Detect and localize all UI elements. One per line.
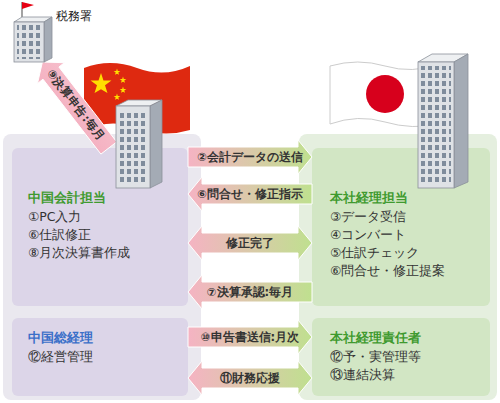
japan-building <box>418 54 468 188</box>
arrow-label: 修正完了 <box>226 236 274 250</box>
china-flag <box>84 63 190 134</box>
task-item: ⑫経営管理 <box>28 348 188 366</box>
arrow-label: ⑦決算承認:毎月 <box>207 285 293 299</box>
building-face <box>14 22 44 62</box>
role-title: 中国総経理 <box>28 328 188 348</box>
building-windows <box>421 66 451 184</box>
flag-pole <box>21 2 22 17</box>
flag-star <box>114 93 121 99</box>
building-windows <box>119 110 147 184</box>
building-side <box>150 100 162 188</box>
china-panel <box>3 134 201 400</box>
small-flag <box>22 2 34 9</box>
task-item: ⑥問合せ・修正提案 <box>330 262 490 280</box>
block-arrow <box>188 140 312 174</box>
role-box: 中国総経理⑫経営管理 <box>12 318 188 396</box>
building-top <box>116 100 162 106</box>
task-item: ③データ受信 <box>330 208 490 226</box>
block-arrow <box>38 62 117 154</box>
arrow-label: ⑪財務応援 <box>220 371 280 385</box>
role-title: 本社経理責任者 <box>330 328 490 348</box>
building-top <box>418 54 468 62</box>
role-box: 本社経理責任者⑫予・実管理等⑬連結決算 <box>312 318 490 396</box>
building-face <box>418 62 454 188</box>
building-side <box>44 17 52 62</box>
role-title: 本社経理担当 <box>330 188 490 208</box>
building-top <box>14 17 52 22</box>
block-arrow <box>188 177 312 211</box>
task-item: ④コンバート <box>330 226 490 244</box>
flag-star <box>114 68 121 74</box>
building-side <box>454 54 468 188</box>
task-item: ⑧月次決算書作成 <box>28 244 188 262</box>
role-box: 中国会計担当①PC入力⑥仕訳修正⑧月次決算書作成 <box>12 148 188 306</box>
flag-star <box>120 86 127 92</box>
task-item: ⑬連結決算 <box>330 366 490 384</box>
block-arrow <box>188 275 312 309</box>
flag-star <box>120 76 127 82</box>
task-item: ⑤仕訳チェック <box>330 244 490 262</box>
flag-sun <box>366 75 404 113</box>
connector-group <box>38 62 313 395</box>
task-item: ①PC入力 <box>28 208 188 226</box>
arrow-label: ⑥問合せ・修正指示 <box>197 187 303 201</box>
role-title: 中国会計担当 <box>28 188 188 208</box>
building-windows <box>17 25 41 59</box>
arrow-label: ②会計データの送信 <box>197 150 303 164</box>
building-face <box>116 106 150 188</box>
china-building <box>116 100 162 188</box>
block-arrow <box>188 226 312 260</box>
node-label: 税務署 <box>56 8 100 24</box>
japan-panel <box>299 134 497 400</box>
block-arrow <box>188 361 312 395</box>
arrow-label: ⑩申告書送信:月次 <box>201 330 299 344</box>
task-item: ⑥仕訳修正 <box>28 226 188 244</box>
tax-office: 税務署 <box>4 0 100 62</box>
japan-flag <box>330 62 440 127</box>
task-item: ⑫予・実管理等 <box>330 348 490 366</box>
role-box: 本社経理担当③データ受信④コンバート⑤仕訳チェック⑥問合せ・修正提案 <box>312 148 490 306</box>
block-arrow <box>188 320 312 354</box>
tax-office-building <box>14 2 52 62</box>
flag-star <box>91 73 112 93</box>
